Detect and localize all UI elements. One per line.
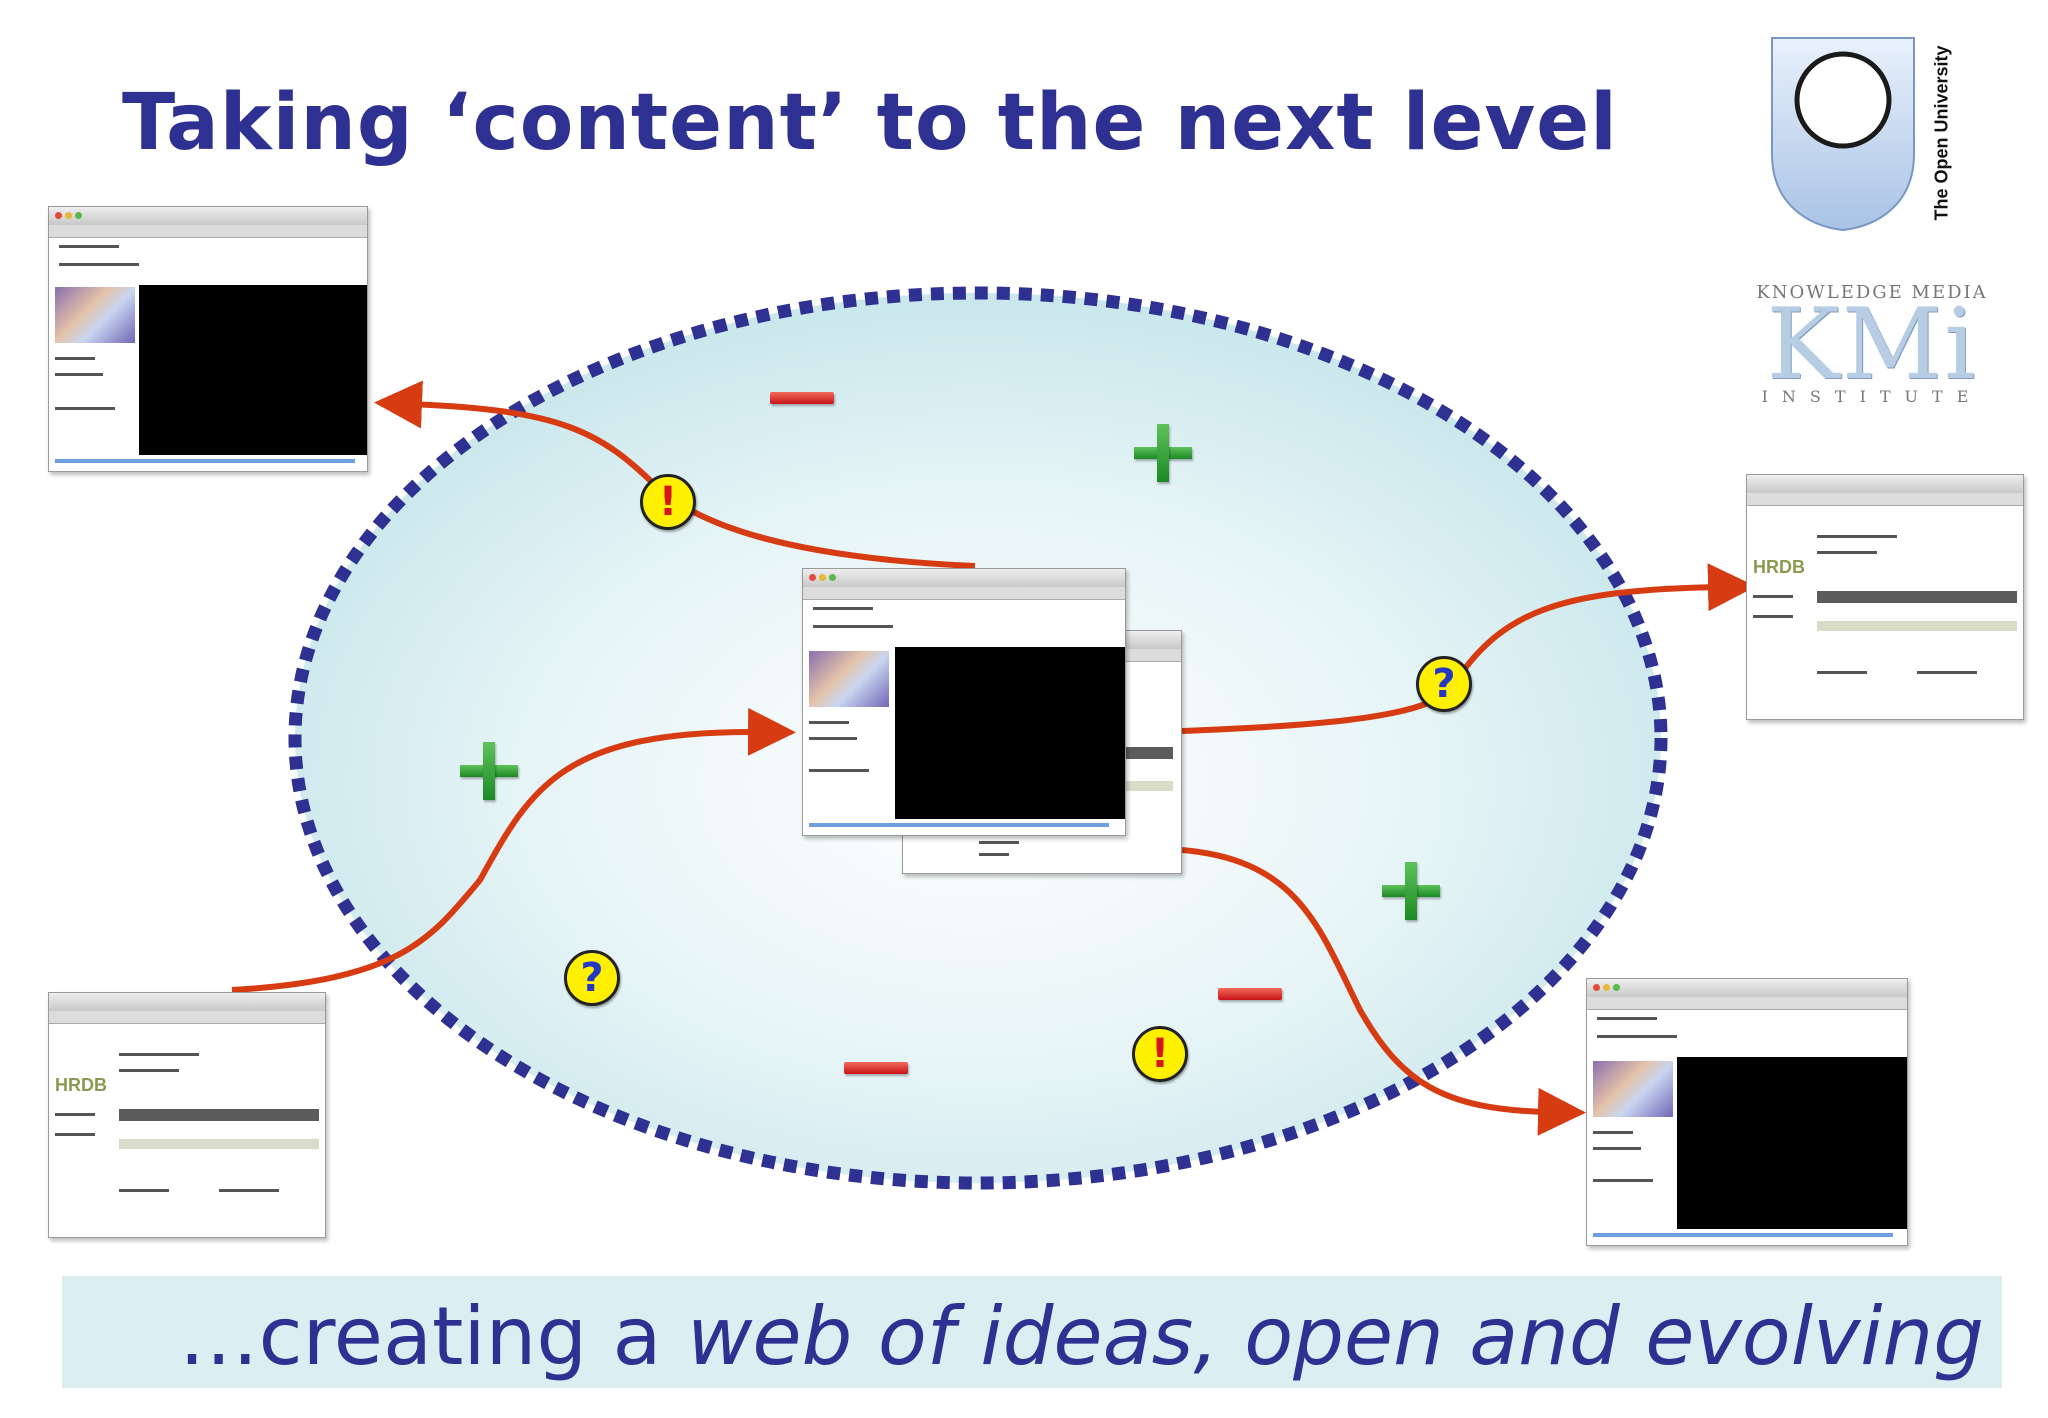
kmi-mark: KMi	[1766, 288, 1978, 402]
open-university-wordmark: The Open University	[1931, 45, 1952, 221]
plus-sign-top-right	[1134, 424, 1192, 482]
tagline-banner: …creating a web of ideas, open and evolv…	[62, 1276, 2002, 1388]
slide-title: Taking ‘content’ to the next level	[122, 78, 1618, 168]
arrow-bottomleft-to-center	[231, 707, 796, 993]
question-badge-right: ?	[1416, 656, 1472, 712]
open-university-shield-logo	[1771, 37, 1915, 232]
screenshot-hrdb-page-bottomleft: HRDB	[48, 992, 326, 1238]
kmi-bottom-text: INSTITUTE	[1761, 387, 1983, 406]
plus-sign-left	[460, 742, 518, 800]
warning-badge-bottom: !	[1132, 1026, 1188, 1082]
screenshot-video-page-center	[802, 568, 1126, 836]
question-badge-left: ?	[564, 950, 620, 1006]
screenshot-hrdb-page-right: HRDB	[1746, 474, 2024, 720]
tagline-emphasis: web of ideas, open and evolving	[687, 1290, 1984, 1383]
minus-sign-bottom-right	[1218, 988, 1282, 1000]
screenshot-video-page-bottomright	[1586, 978, 1908, 1246]
hrdb-logo-text: HRDB	[55, 1075, 107, 1095]
hrdb-logo-text: HRDB	[1753, 557, 1805, 577]
plus-sign-right	[1382, 862, 1440, 920]
kmi-logo: KNOWLEDGE MEDIA KMi INSTITUTE	[1752, 282, 1992, 422]
tagline-lead: …creating a	[178, 1290, 687, 1383]
warning-badge-top: !	[640, 474, 696, 530]
arrow-center-to-bottomright	[1181, 847, 1586, 1136]
screenshot-video-page-topleft	[48, 206, 368, 472]
minus-sign-top	[770, 392, 834, 404]
tagline: …creating a web of ideas, open and evolv…	[179, 1290, 1984, 1383]
minus-sign-bottom-center	[844, 1062, 908, 1074]
kmi-top-text: KNOWLEDGE MEDIA	[1756, 282, 1988, 303]
